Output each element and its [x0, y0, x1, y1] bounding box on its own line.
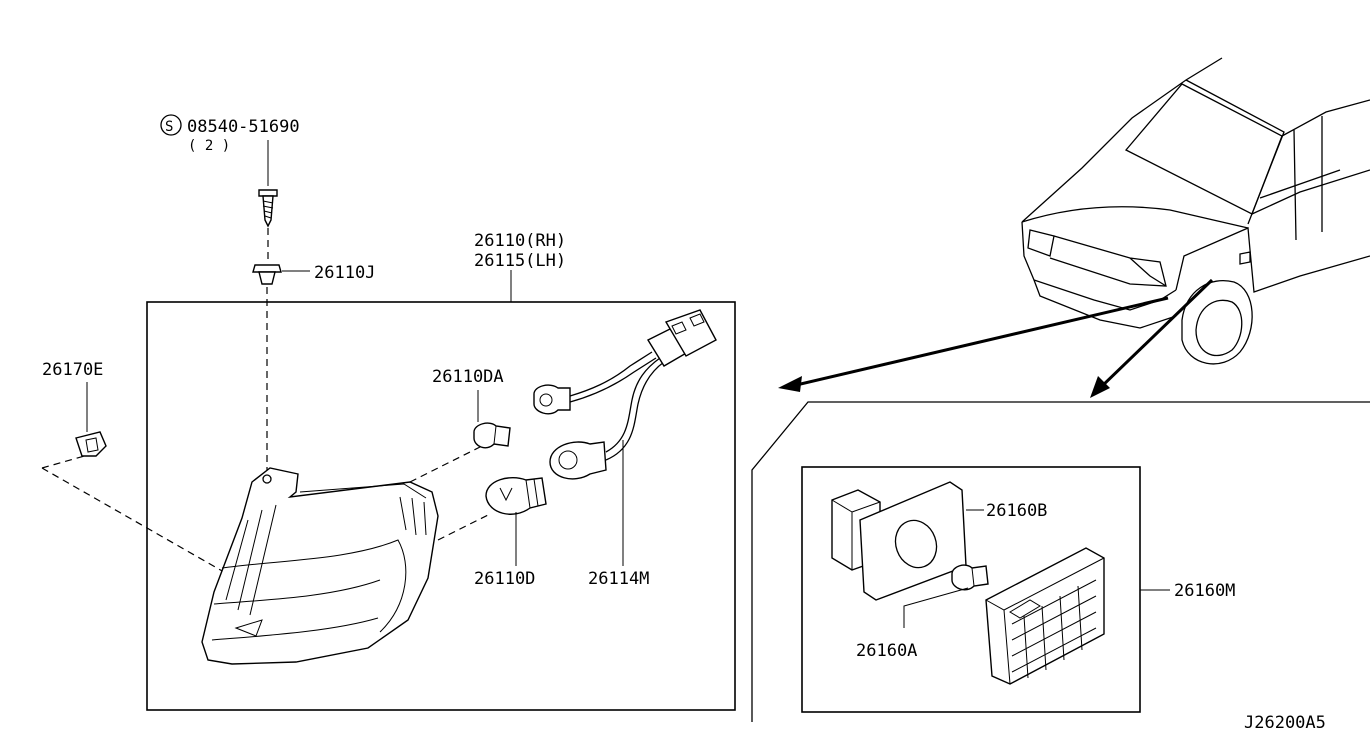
bulb-26110da-icon [473, 422, 511, 449]
screw-symbol-icon: S [160, 114, 182, 136]
clip-26110j-icon [252, 264, 282, 285]
screw-icon [258, 189, 278, 228]
side-lamp-bulb-label: 26160A [856, 641, 917, 661]
clip-26170e-label: 26170E [42, 360, 103, 380]
side-lamp-bulb-icon [951, 564, 989, 591]
lamp-assembly-box [146, 301, 736, 711]
side-lamp-housing-label: 26160B [986, 501, 1047, 521]
bulb-26110da-label: 26110DA [432, 367, 504, 387]
corner-lamp-icon [201, 467, 439, 665]
clip-26110j-label: 26110J [314, 263, 375, 283]
arrow-head-down-icon [1090, 376, 1110, 398]
harness-label: 26114M [588, 569, 649, 589]
side-lamp-bulb-leader [903, 587, 969, 628]
lamp-lh-label: 26115(LH) [474, 251, 566, 271]
harness-icon [533, 309, 717, 480]
bulb-26110d-icon [485, 477, 547, 515]
svg-text:S: S [165, 119, 173, 135]
side-lamp-housing-icon [831, 481, 967, 601]
screw-qty-label: ( 2 ) [188, 138, 230, 154]
screw-part-label: 08540-51690 [187, 117, 300, 137]
lamp-rh-label: 26110(RH) [474, 231, 566, 251]
vehicle-icon [1021, 57, 1370, 365]
side-lamp-lens-icon [985, 547, 1105, 685]
side-lamp-assy-label: 26160M [1174, 581, 1235, 601]
bulb-26110d-label: 26110D [474, 569, 535, 589]
detail-region-outline [751, 401, 1370, 722]
arrow-head-left-icon [778, 376, 802, 392]
clip-26170e-icon [75, 431, 107, 457]
diagram-code-label: J26200A5 [1244, 713, 1326, 733]
